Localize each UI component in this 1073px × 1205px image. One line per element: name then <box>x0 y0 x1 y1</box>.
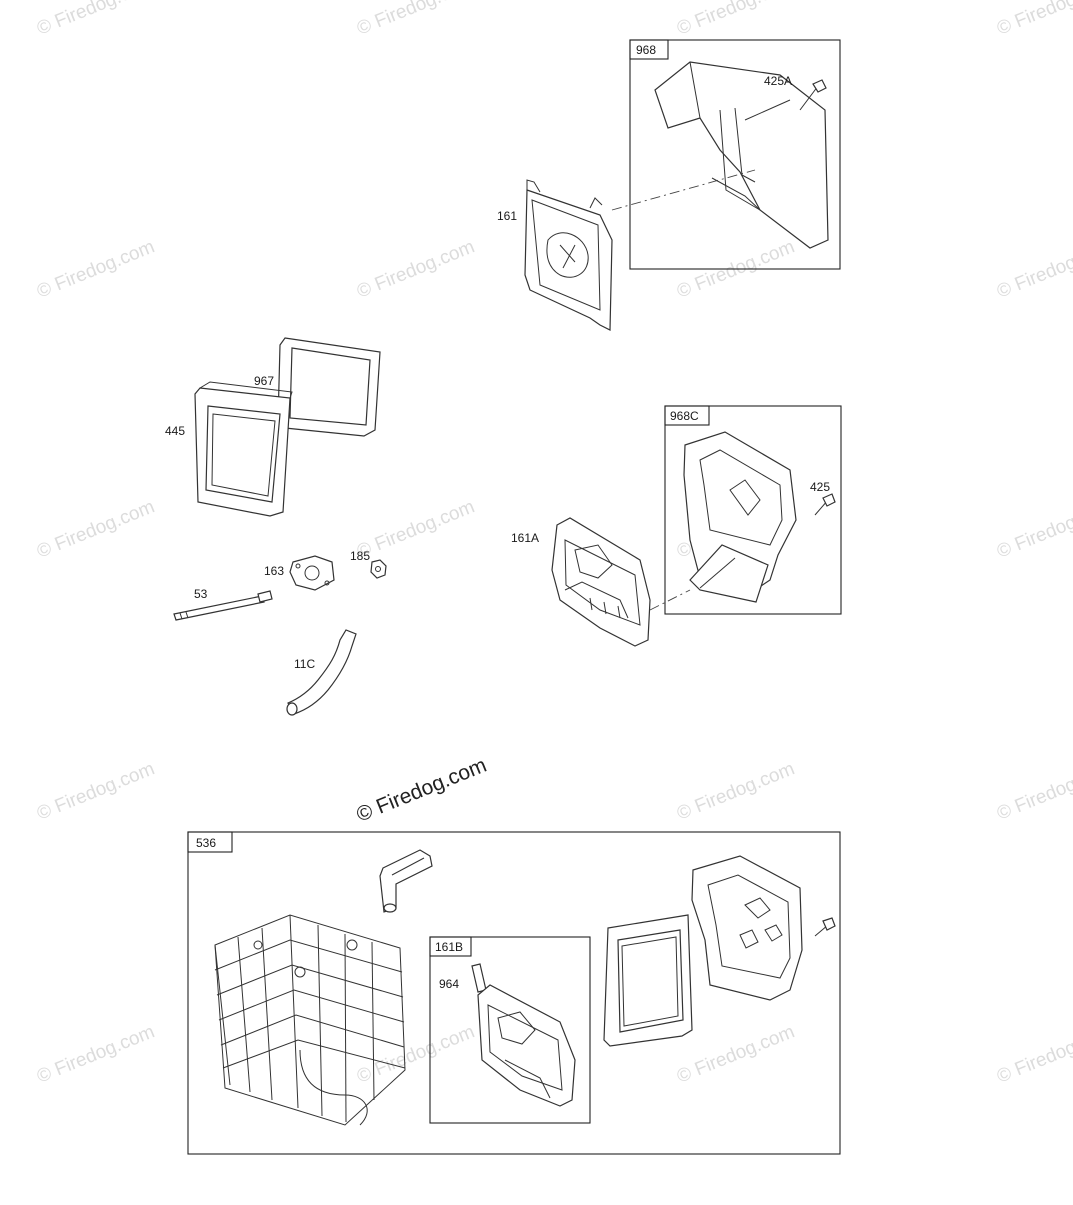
bolt-425-part[interactable] <box>814 493 836 516</box>
bolt-536-part[interactable] <box>814 917 836 937</box>
air-cleaner-base-161-part[interactable] <box>524 179 613 331</box>
callout-967: 967 <box>254 374 274 388</box>
air-cleaner-cover-536-part[interactable] <box>691 855 803 1001</box>
air-cleaner-base-161a-part[interactable] <box>551 517 651 647</box>
callout-964: 964 <box>439 977 459 991</box>
watermark-layer: © Firedog.com © Firedog.com © Firedog.co… <box>34 0 1073 1088</box>
watermark: © Firedog.com <box>674 758 798 824</box>
watermark-main: © Firedog.com <box>353 754 490 827</box>
breather-tube-11c-part[interactable] <box>286 629 357 716</box>
kit-frame <box>187 831 841 1155</box>
callout-185: 185 <box>350 549 370 563</box>
elbow-tube-part[interactable] <box>379 849 433 913</box>
air-cleaner-cover-968c-part[interactable] <box>683 431 797 603</box>
kit-frame <box>629 39 841 270</box>
callout-161a: 161A <box>511 531 539 545</box>
watermark: © Firedog.com <box>354 0 478 40</box>
kit-tag <box>629 39 669 60</box>
callout-163: 163 <box>264 564 284 578</box>
kit-box-968: 968 <box>629 39 841 270</box>
pre-cleaner-967-part[interactable] <box>277 337 381 437</box>
watermark: © Firedog.com <box>34 0 158 40</box>
kit-box-536: 536 <box>187 831 841 1155</box>
callout-161b: 161B <box>435 940 463 954</box>
kit-frame <box>429 936 591 1124</box>
watermark: © Firedog.com <box>994 496 1073 562</box>
watermark: © Firedog.com <box>994 758 1073 824</box>
nut-185-part[interactable] <box>370 559 387 579</box>
watermark: © Firedog.com <box>994 0 1073 40</box>
kit-tag <box>187 831 233 853</box>
watermark: © Firedog.com <box>994 1021 1073 1087</box>
assembly-line <box>649 589 691 611</box>
callout-968c: 968C <box>670 409 699 423</box>
wire-guard-part[interactable] <box>214 914 406 1126</box>
callout-425a: 425A <box>764 74 792 88</box>
callout-11c: 11C <box>294 657 315 671</box>
watermark: © Firedog.com <box>354 236 478 302</box>
watermark: © Firedog.com <box>354 1021 478 1087</box>
assembly-line <box>611 169 756 211</box>
gasket-163-part[interactable] <box>289 555 335 591</box>
kit-box-968c: 968C <box>664 405 842 615</box>
callout-161: 161 <box>497 209 517 223</box>
callout-53: 53 <box>194 587 208 601</box>
kit-tag <box>664 405 710 426</box>
kit-box-161b: 161B <box>429 936 591 1124</box>
air-filter-445-part[interactable] <box>194 381 293 517</box>
watermark: © Firedog.com <box>34 758 158 824</box>
watermark: © Firedog.com <box>34 496 158 562</box>
air-cleaner-cover-part[interactable] <box>654 61 829 249</box>
callout-536: 536 <box>196 836 216 850</box>
kit-frame <box>664 405 842 615</box>
watermark: © Firedog.com <box>674 0 798 40</box>
stud-53-part[interactable] <box>173 590 273 621</box>
watermark: © Firedog.com <box>34 1021 158 1087</box>
callout-445: 445 <box>165 424 185 438</box>
watermark: © Firedog.com <box>674 1021 798 1087</box>
bolt-425a-part[interactable] <box>799 79 827 111</box>
callout-968: 968 <box>636 43 656 57</box>
air-filter-536-part[interactable] <box>603 914 693 1047</box>
air-cleaner-base-161b-part[interactable] <box>477 984 576 1107</box>
watermark: © Firedog.com <box>34 236 158 302</box>
watermark: © Firedog.com <box>994 236 1073 302</box>
kit-tag <box>429 936 472 957</box>
callout-425: 425 <box>810 480 830 494</box>
watermark: © Firedog.com <box>354 496 478 562</box>
pin-964-part[interactable] <box>471 963 487 993</box>
